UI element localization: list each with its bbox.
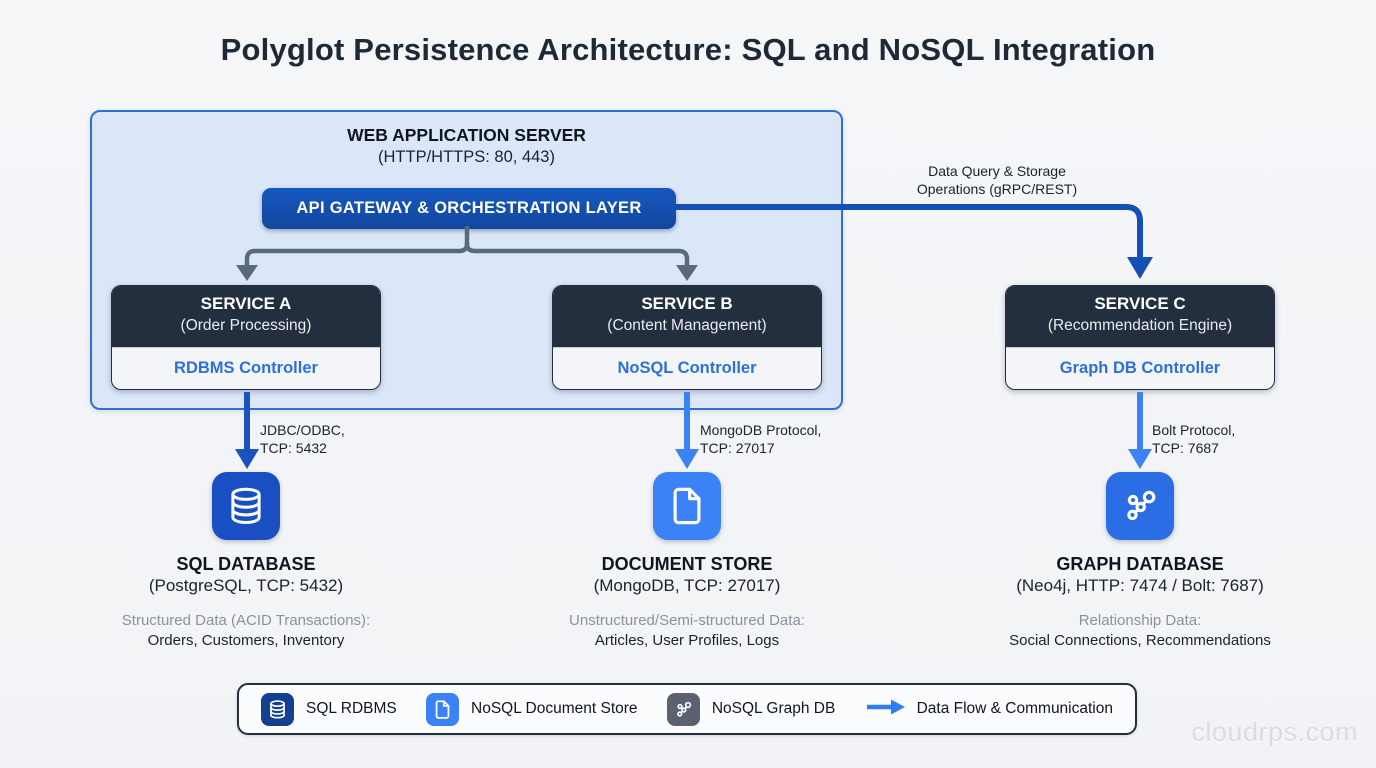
graph-database-name: GRAPH DATABASE [1056,554,1224,574]
document-store-data-type: Unstructured/Semi-structured Data: [569,612,805,629]
flow-doc-line2: TCP: 27017 [700,440,775,456]
service-c-node: SERVICE C (Recommendation Engine) Graph … [1005,285,1275,390]
service-c-controller: Graph DB Controller [1006,347,1274,389]
flow-gateway-line2: Operations (gRPC/REST) [916,181,1078,197]
flow-graph-line2: TCP: 7687 [1152,440,1219,456]
document-store-examples: Articles, User Profiles, Logs [594,632,780,649]
flow-gateway-line1: Data Query & Storage [928,163,1066,179]
graph-database-detail: (Neo4j, HTTP: 7474 / Bolt: 7687) [1016,576,1264,595]
sql-database-detail: (PostgreSQL, TCP: 5432) [148,576,344,595]
web-server-ports: (HTTP/HTTPS: 80, 443) [378,148,555,166]
flow-label-jdbc: JDBC/ODBC, TCP: 5432 [260,421,345,457]
flow-graph-line1: Bolt Protocol, [1152,422,1236,438]
flow-label-gateway-to-graph: Data Query & Storage Operations (gRPC/RE… [867,162,1127,198]
sql-database-examples: Orders, Customers, Inventory [147,632,345,649]
legend-item-sql-rdbms: SQL RDBMS [261,692,397,726]
document-store-icon [426,692,459,726]
sql-rdbms-icon [261,692,294,726]
document-store-name: DOCUMENT STORE [601,554,773,574]
web-server-title: WEB APPLICATION SERVER [347,125,586,145]
legend-item-document-store: NoSQL Document Store [426,692,638,726]
service-b-controller: NoSQL Controller [553,347,821,389]
data-flow-arrow-icon [865,698,917,721]
service-a-name: SERVICE A [200,294,292,313]
legend-item-graph-db: NoSQL Graph DB [666,692,836,726]
database-icon [212,472,280,540]
service-b-role: (Content Management) [607,317,767,334]
legend-label-document-store: NoSQL Document Store [471,700,638,717]
legend-label-sql-rdbms: SQL RDBMS [306,700,397,717]
graph-database-data-type: Relationship Data: [1078,612,1202,629]
service-c-header: SERVICE C (Recommendation Engine) [1006,286,1274,347]
watermark: cloudrps.com [1191,717,1358,747]
flow-sql-line2: TCP: 5432 [260,440,327,456]
sql-database-name: SQL DATABASE [176,554,316,574]
flow-label-mongodb: MongoDB Protocol, TCP: 27017 [700,421,821,457]
legend-item-data-flow: Data Flow & Communication [865,698,1113,721]
service-a-header: SERVICE A (Order Processing) [112,286,380,347]
sql-database-data-type: Structured Data (ACID Transactions): [121,612,371,629]
document-store-detail: (MongoDB, TCP: 27017) [593,576,781,595]
flow-doc-line1: MongoDB Protocol, [700,422,822,438]
service-a-controller: RDBMS Controller [112,347,380,389]
legend-label-graph-db: NoSQL Graph DB [711,700,836,717]
service-b-node: SERVICE B (Content Management) NoSQL Con… [552,285,822,390]
page-title: Polyglot Persistence Architecture: SQL a… [220,32,1156,67]
service-b-name: SERVICE B [641,294,733,313]
service-b-header: SERVICE B (Content Management) [553,286,821,347]
service-c-role: (Recommendation Engine) [1047,317,1233,334]
service-a-node: SERVICE A (Order Processing) RDBMS Contr… [111,285,381,390]
api-gateway-node: API GATEWAY & ORCHESTRATION LAYER [262,188,676,229]
service-a-role: (Order Processing) [180,317,312,334]
legend: SQL RDBMS NoSQL Document Store [237,683,1137,735]
graph-icon [1106,472,1174,540]
flow-sql-line1: JDBC/ODBC, [260,422,345,438]
legend-label-data-flow: Data Flow & Communication [916,700,1113,717]
graph-database-examples: Social Connections, Recommendations [1009,632,1271,649]
flow-label-bolt: Bolt Protocol, TCP: 7687 [1152,421,1235,457]
service-c-name: SERVICE C [1094,294,1186,313]
file-icon [653,472,721,540]
graph-db-icon [666,692,700,726]
